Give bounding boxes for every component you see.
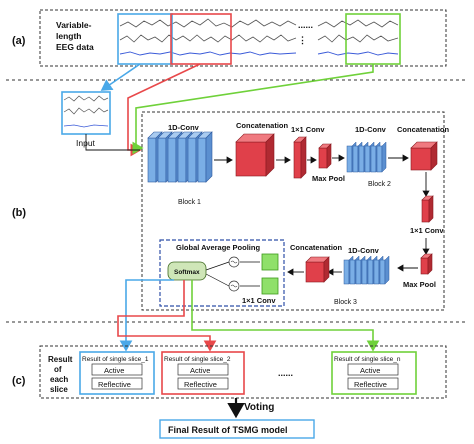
- section-label-a: (a): [12, 35, 26, 47]
- slice1-active-label: Active: [104, 366, 124, 375]
- block1-conv1d-label: 1D-Conv: [168, 123, 200, 132]
- final-result-box: [159, 419, 315, 439]
- gap-box: [159, 239, 285, 307]
- eeg-label-line3: EEG data: [56, 42, 94, 52]
- block2-maxpool-slab: [420, 253, 433, 275]
- gap-line-4: [205, 273, 230, 287]
- block1-1x1conv-label: 1×1 Conv: [291, 125, 325, 134]
- slice1-reflective-cell: [91, 377, 143, 390]
- slice2-result-box: [161, 351, 245, 395]
- block2-1x1conv-label: 1×1 Conv: [410, 226, 444, 235]
- block2-concat-label: Concatenation: [397, 125, 450, 134]
- section-label-c: (c): [12, 375, 26, 387]
- slice1-reflective-label: Reflective: [98, 380, 131, 389]
- block2-conv-stack: [346, 141, 387, 173]
- slicen-reflective-cell: [347, 377, 399, 390]
- block1-concat-label: Concatenation: [236, 121, 289, 130]
- results-side-line4: slice: [50, 385, 68, 394]
- input-panel: [61, 91, 111, 135]
- block2-maxpool-label: Max Pool: [403, 280, 436, 289]
- slicen-active-cell: [347, 363, 399, 376]
- block1-label: Block 1: [178, 199, 201, 206]
- slice2-active-cell: [177, 363, 229, 376]
- block2-conv1d-label: 1D-Conv: [355, 125, 387, 134]
- block3-concat-cube: [305, 256, 330, 283]
- final-result-label: Final Result of TSMG model: [168, 425, 288, 435]
- block1-conv-stack: [147, 131, 213, 183]
- slice1-active-cell: [91, 363, 143, 376]
- eeg-data-box: [39, 9, 447, 67]
- slicen-result-box: [331, 351, 417, 395]
- slicen-reflective-label: Reflective: [354, 380, 387, 389]
- input-trace-1: [63, 95, 109, 102]
- slicen-to-network-arrow: [132, 64, 374, 155]
- block2-1x1conv-slab: [421, 195, 434, 223]
- gap-output-square-1: [261, 253, 279, 271]
- gap-1x1conv-label: 1×1 Conv: [242, 296, 276, 305]
- softmax-node: [167, 261, 207, 281]
- results-box: [39, 345, 447, 399]
- block3-conv1d-label: 1D-Conv: [348, 246, 380, 255]
- network-box: [141, 111, 445, 311]
- voting-label: Voting: [244, 402, 274, 413]
- block1-concat-cube: [235, 133, 275, 177]
- gap-node-2-wave: [230, 284, 238, 288]
- slice2-result-title: Result of single slice_2: [164, 356, 231, 363]
- block1-maxpool-slab: [318, 143, 332, 169]
- slicen-active-label: Active: [360, 366, 380, 375]
- slice1-to-input-arrow: [100, 63, 141, 91]
- input-to-network-line: [85, 134, 140, 151]
- section-label-b: (b): [12, 207, 26, 219]
- slice2-reflective-label: Reflective: [184, 380, 217, 389]
- eeg-ellipsis: ......: [298, 20, 313, 30]
- gap-output-square-2: [261, 277, 279, 295]
- slice1-result-title: Result of single slice_1: [82, 356, 149, 363]
- gap-line-3: [205, 261, 230, 271]
- block3-conv-stack: [343, 255, 390, 285]
- results-side-line2: of: [54, 365, 62, 374]
- input-trace-3: [63, 124, 109, 128]
- block3-concat-label: Concatenation: [290, 243, 343, 252]
- input-trace-2: [63, 107, 109, 115]
- eeg-label-line1: Variable-: [56, 20, 92, 30]
- block3-label: Block 3: [334, 299, 357, 306]
- slice1-result-box: [79, 351, 155, 395]
- results-side-line3: each: [50, 375, 68, 384]
- block1-maxpool-label: Max Pool: [312, 174, 345, 183]
- eeg-ellipsis-vertical: ⋮: [298, 35, 307, 45]
- eeg-signal-traces: [119, 18, 399, 56]
- block2-concat-cube: [410, 141, 438, 171]
- softmax-to-slice2-arrow: [117, 280, 217, 352]
- results-side-line1: Result: [48, 355, 73, 364]
- block1-1x1conv-slab: [293, 136, 307, 179]
- slice-window-2: [170, 13, 232, 65]
- results-ellipsis: ......: [278, 368, 293, 378]
- slicen-result-title: Result of single slice_n: [334, 356, 401, 363]
- slice2-reflective-cell: [177, 377, 229, 390]
- gap-label: Global Average Pooling: [176, 243, 260, 252]
- gap-node-1-wave: [230, 260, 238, 264]
- softmax-label: Softmax: [174, 269, 200, 276]
- slice-window-1: [117, 13, 173, 65]
- eeg-label-line2: length: [56, 31, 82, 41]
- softmax-to-slicen-arrow: [191, 280, 380, 352]
- block2-label: Block 2: [368, 181, 391, 188]
- slice2-active-label: Active: [190, 366, 210, 375]
- softmax-to-slice1-arrow: [119, 279, 174, 352]
